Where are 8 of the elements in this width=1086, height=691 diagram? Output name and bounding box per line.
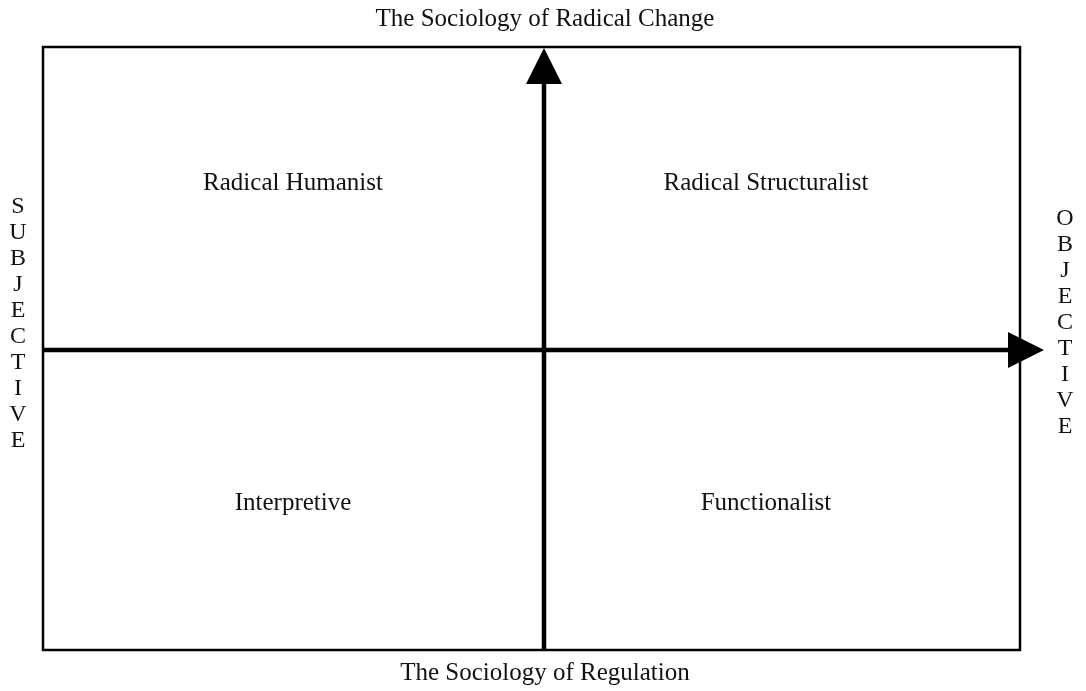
quadrant-label: Radical Humanist [202,167,384,197]
axis-title: SUBJECTIVE [9,192,27,452]
axis-title: The Sociology of Regulation [399,657,691,687]
axis-title: The Sociology of Radical Change [374,3,716,33]
quadrant-label: Radical Structuralist [662,167,870,197]
axis-title: OBJECTIVE [1056,204,1074,438]
quadrant-label: Interpretive [233,487,353,517]
quadrant-label: Functionalist [699,487,833,517]
